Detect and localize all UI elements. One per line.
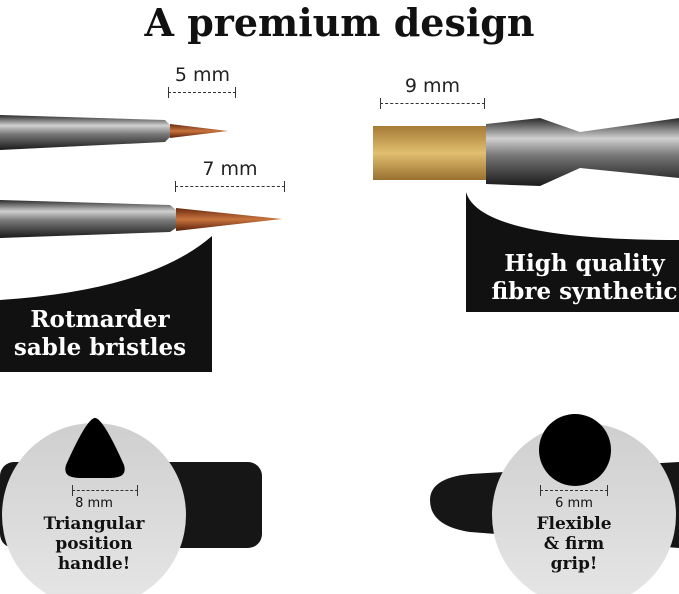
flat-brush-dimension-line xyxy=(380,98,485,109)
triangular-line2: position xyxy=(55,534,133,554)
large-brush-size-label: 7 mm xyxy=(202,158,258,180)
triangular-handle-text: 8 mm Triangular position handle! xyxy=(24,494,164,574)
round-line2: & firm xyxy=(543,534,605,554)
round-size-label: 6 mm xyxy=(555,496,593,511)
small-brush-size-label: 5 mm xyxy=(174,64,231,86)
right-detail-circle xyxy=(492,423,676,594)
triangular-size-label: 8 mm xyxy=(75,496,113,511)
flat-brush-size-label: 9 mm xyxy=(404,75,461,97)
triangular-line3: handle! xyxy=(57,554,131,574)
round-handle-text: 6 mm Flexible & firm grip! xyxy=(504,494,644,574)
right-panel-text: High quality fibre synthetic xyxy=(490,250,679,306)
round-line3: grip! xyxy=(550,554,598,574)
small-brush-dimension-line xyxy=(168,87,236,98)
right-panel-shape xyxy=(466,192,679,312)
left-panel-shape xyxy=(0,236,212,372)
right-panel-line2: fibre synthetic xyxy=(491,278,678,305)
small-round-brush xyxy=(0,115,228,150)
left-panel-text: Rotmarder sable bristles xyxy=(0,306,200,362)
flat-brush xyxy=(373,118,679,186)
round-dimension-line xyxy=(540,485,608,496)
left-panel-line1: Rotmarder xyxy=(30,306,170,333)
triangle-dimension-line xyxy=(72,485,138,496)
round-cross-section-icon xyxy=(539,414,611,486)
left-panel-line2: sable bristles xyxy=(13,334,187,361)
left-detail-circle xyxy=(2,423,186,594)
right-panel-line1: High quality xyxy=(504,250,665,277)
triangle-cross-section-icon xyxy=(65,418,125,478)
large-brush-dimension-line xyxy=(175,181,285,192)
page-title: A premium design xyxy=(144,0,535,45)
triangular-line1: Triangular xyxy=(43,514,145,534)
round-line1: Flexible xyxy=(536,514,612,534)
large-round-brush xyxy=(0,200,282,238)
